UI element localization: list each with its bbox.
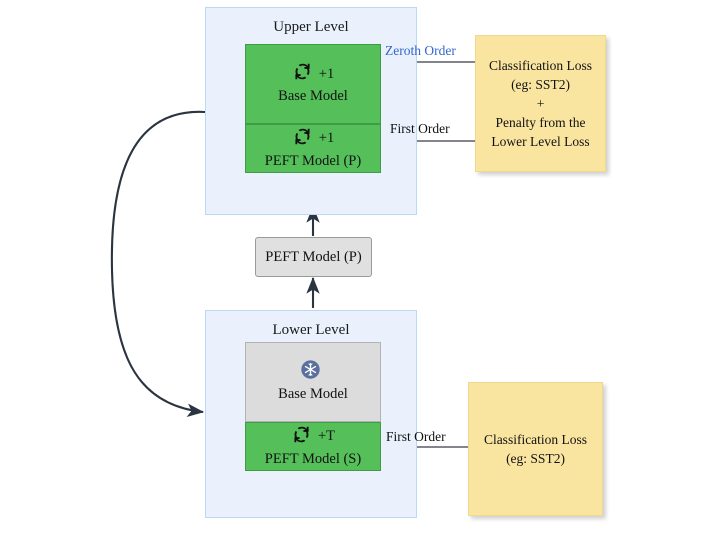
feedback-curve-arrow xyxy=(110,110,206,417)
upper-peft-model-badge-row: +1 xyxy=(292,127,334,151)
upper-level-container: Upper Level xyxy=(205,7,417,215)
upper-level-title: Upper Level xyxy=(273,19,349,35)
upper-base-model-badge-row: +1 xyxy=(292,62,334,86)
loop-icon xyxy=(292,126,313,152)
upper-level-loss-note: Classification Loss (eg: SST2) + Penalty… xyxy=(475,35,606,172)
upper-peft-model-block[interactable]: +1 PEFT Model (P) xyxy=(245,124,381,173)
upper-base-model-label: Base Model xyxy=(278,88,348,104)
lower-base-model-block[interactable]: Base Model xyxy=(245,342,381,422)
upper-base-model-badge: +1 xyxy=(318,65,335,82)
zeroth-order-label: Zeroth Order xyxy=(385,43,456,58)
loop-icon xyxy=(292,61,313,87)
first-order-lower-label: First Order xyxy=(386,429,446,444)
lower-base-model-badge-row xyxy=(300,360,327,384)
lower-level-title: Lower Level xyxy=(272,322,350,338)
upper-peft-model-label: PEFT Model (P) xyxy=(264,152,362,169)
lower-level-loss-note: Classification Loss (eg: SST2) xyxy=(468,382,603,516)
upper-level-loss-note-text: Classification Loss (eg: SST2) + Penalty… xyxy=(488,58,593,149)
loop-icon xyxy=(291,424,312,450)
upper-base-model-block[interactable]: +1 Base Model xyxy=(245,44,381,124)
mid-peft-model-label: PEFT Model (P) xyxy=(265,248,362,265)
upper-peft-model-badge: +1 xyxy=(318,130,335,146)
mid-peft-model-box[interactable]: PEFT Model (P) xyxy=(255,237,372,277)
lower-peft-model-badge: +T xyxy=(317,428,336,444)
lower-level-loss-note-text: Classification Loss (eg: SST2) xyxy=(483,432,588,466)
lower-peft-model-block[interactable]: +T PEFT Model (S) xyxy=(245,422,381,471)
lower-peft-model-label: PEFT Model (S) xyxy=(264,450,362,467)
snowflake-icon xyxy=(300,359,321,385)
first-order-upper-label: First Order xyxy=(390,121,450,136)
lower-base-model-label: Base Model xyxy=(278,386,348,402)
lower-peft-model-badge-row: +T xyxy=(291,425,335,449)
